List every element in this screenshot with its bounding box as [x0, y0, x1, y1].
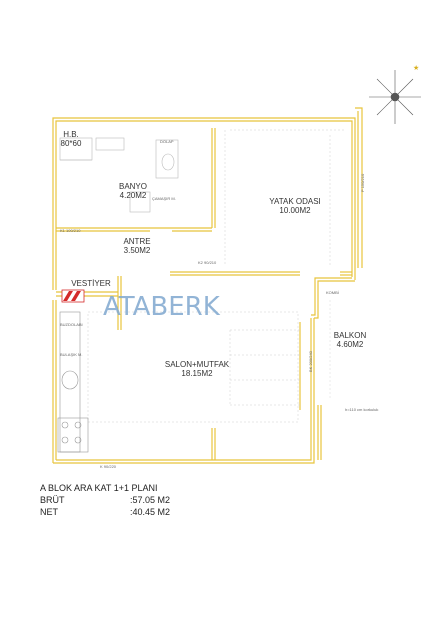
room-balkon: BALKON 4.60M2: [325, 331, 375, 349]
room-antre-name: ANTRE: [123, 237, 151, 246]
note-bulasik: BULAŞIK M.: [60, 352, 83, 357]
note-balkon-kapi: BK 200/240: [308, 351, 313, 372]
room-salon: SALON+MUTFAK 18.15M2: [152, 360, 242, 378]
room-hb: H.B. 80*60: [56, 130, 86, 148]
room-hb-name: H.B.: [63, 130, 79, 139]
entrance-door: [61, 289, 85, 303]
room-vestiyer-name: VESTİYER: [71, 279, 111, 288]
compass-rose-icon: ★: [369, 64, 421, 124]
room-salon-area: 18.15M2: [181, 369, 213, 378]
room-hb-size: 80*60: [60, 139, 82, 148]
plan-summary: A BLOK ARA KAT 1+1 PLANI BRÜT :57.05 M2 …: [40, 482, 170, 518]
room-yatak-name: YATAK ODASI: [269, 197, 321, 206]
note-kapi-yatak: K2 90/210: [198, 260, 217, 265]
room-antre-area: 3.50M2: [123, 246, 151, 255]
note-kapi-giris: K 90/220: [100, 464, 117, 469]
room-banyo-name: BANYO: [118, 182, 147, 191]
salon-details: [87, 311, 300, 423]
brand-logo: ATABERK: [103, 292, 220, 322]
room-salon-name: SALON+MUTFAK: [164, 360, 230, 369]
exterior-walls: [52, 107, 363, 464]
note-korkuluk: h=110 cm korkuluk: [345, 407, 379, 412]
kitchen-fixtures: [57, 311, 89, 453]
summary-row-brut: BRÜT :57.05 M2: [40, 494, 170, 506]
room-banyo: BANYO 4.20M2: [108, 182, 158, 200]
summary-value: :40.45 M2: [130, 507, 171, 517]
room-yatak: YATAK ODASI 10.00M2: [255, 197, 335, 215]
room-balkon-name: BALKON: [333, 331, 367, 340]
summary-label: BRÜT: [40, 495, 65, 505]
plan-title: A BLOK ARA KAT 1+1 PLANI: [40, 483, 158, 493]
room-antre: ANTRE 3.50M2: [112, 237, 162, 255]
note-dolap: DOLAP: [160, 139, 174, 144]
note-camasir: ÇAMAŞIR M.: [152, 196, 176, 201]
note-kapi-banyo: K1 100/210: [60, 228, 81, 233]
note-pencere-yatak: P 150/210: [360, 173, 365, 192]
bathroom-fixtures: [59, 137, 179, 213]
room-balkon-area: 4.60M2: [336, 340, 364, 349]
room-yatak-area: 10.00M2: [279, 206, 311, 215]
room-banyo-area: 4.20M2: [119, 191, 147, 200]
note-buzdolabi: BUZDOLABI: [60, 322, 83, 327]
room-vestiyer: VESTİYER: [66, 279, 116, 288]
svg-text:★: ★: [413, 64, 419, 72]
note-kombi: KOMBİ: [326, 290, 339, 295]
summary-row-net: NET :40.45 M2: [40, 506, 170, 518]
summary-value: :57.05 M2: [130, 495, 171, 505]
bedroom-details: [224, 129, 345, 265]
summary-label: NET: [40, 507, 58, 517]
